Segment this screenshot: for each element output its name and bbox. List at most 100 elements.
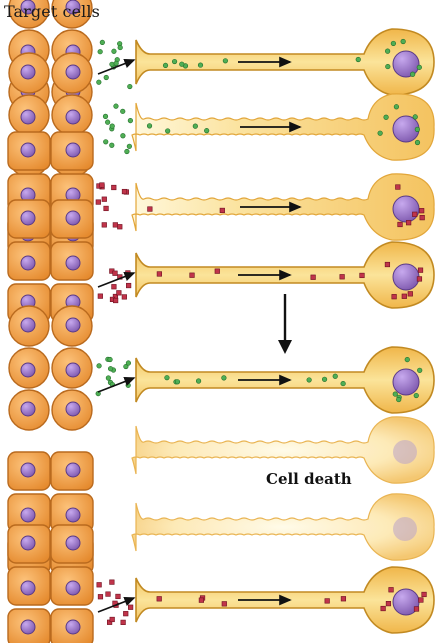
- target-cell-1-2-nucleus: [65, 535, 81, 551]
- factor-in-soma: [421, 591, 427, 598]
- factor-particle: [107, 366, 114, 372]
- panel-5: [8, 305, 435, 431]
- factor-in-soma: [414, 126, 420, 132]
- factor-particle: [107, 356, 113, 363]
- factor-in-axon: [321, 376, 328, 382]
- factor-in-axon: [214, 268, 220, 274]
- target-cell-2-1-nucleus: [20, 362, 36, 378]
- target-cell-1-1-nucleus: [20, 64, 36, 80]
- factor-in-axon: [221, 375, 227, 381]
- factor-in-axon: [339, 274, 345, 280]
- factor-particle: [117, 224, 123, 230]
- factor-particle: [103, 205, 109, 212]
- factor-particle: [126, 282, 132, 289]
- factor-in-soma: [383, 114, 389, 120]
- factor-particle: [128, 604, 134, 610]
- factor-particle: [97, 594, 104, 600]
- factor-in-soma: [410, 71, 416, 77]
- factor-particle: [121, 294, 127, 300]
- factor-in-axon: [324, 598, 330, 604]
- target-cell-1-1-nucleus: [20, 0, 36, 15]
- factor-particle: [127, 83, 133, 90]
- factor-particle: [99, 39, 105, 46]
- factor-particle: [111, 184, 117, 191]
- target-cell-3-1-nucleus: [20, 401, 36, 417]
- target-cell-1-2-nucleus: [65, 64, 81, 80]
- factor-in-soma: [388, 587, 394, 593]
- factor-in-soma: [412, 114, 418, 120]
- factor-in-soma: [400, 38, 406, 45]
- factor-in-soma: [419, 208, 425, 214]
- factor-in-axon: [310, 274, 316, 280]
- target-cell-1-2-nucleus: [65, 142, 81, 158]
- panel-4: [7, 199, 435, 323]
- factor-in-soma: [406, 220, 412, 226]
- factor-in-soma: [391, 294, 397, 300]
- factor-particle: [111, 284, 117, 290]
- factor-in-axon: [306, 377, 312, 383]
- factor-particle: [124, 148, 130, 155]
- factor-in-soma: [385, 63, 391, 70]
- target-cell-3-1-nucleus: [20, 619, 36, 635]
- factor-in-axon: [162, 62, 169, 69]
- factor-in-soma: [412, 211, 418, 217]
- target-cell-1-2-nucleus: [65, 0, 81, 15]
- factor-particle: [101, 196, 107, 202]
- uptake-arrow: [97, 59, 136, 75]
- down-arrow-head: [278, 340, 292, 354]
- target-cell-1-1-nucleus: [20, 210, 36, 226]
- factor-in-axon: [197, 62, 204, 68]
- neuron-nucleus: [392, 195, 420, 223]
- factor-in-soma: [401, 293, 407, 299]
- factor-particle: [126, 143, 132, 149]
- factor-in-axon: [156, 596, 162, 602]
- factor-particle: [125, 360, 132, 366]
- factor-in-soma: [384, 261, 391, 268]
- factor-in-axon: [192, 123, 198, 129]
- uptake-arrow: [97, 272, 136, 288]
- factor-in-soma: [414, 139, 421, 146]
- factor-particle: [97, 293, 103, 299]
- neuron-nucleus: [392, 50, 420, 78]
- factor-in-soma: [416, 276, 423, 282]
- target-cell-2-2-nucleus: [65, 255, 81, 271]
- factor-particle: [109, 616, 115, 623]
- neuron-nucleus-fading: [393, 517, 417, 541]
- neuron-nucleus: [392, 263, 420, 291]
- factor-in-axon: [198, 597, 204, 603]
- factor-in-axon: [171, 58, 178, 65]
- factor-in-axon: [179, 61, 185, 67]
- target-cell-1-1-nucleus: [20, 535, 36, 551]
- factor-in-soma: [393, 104, 400, 110]
- factor-particle: [127, 117, 133, 124]
- neuron-dying: [131, 416, 435, 484]
- transition-arrow: [278, 294, 292, 354]
- factor-particle: [102, 113, 109, 119]
- factor-particle: [116, 290, 122, 296]
- factor-in-axon: [355, 56, 361, 63]
- factor-in-soma: [404, 356, 410, 363]
- factor-in-soma: [380, 605, 386, 612]
- factor-particle: [111, 48, 117, 54]
- factor-in-soma: [417, 267, 424, 273]
- factor-in-axon: [340, 596, 347, 602]
- factor-in-axon: [156, 271, 162, 277]
- target-cell-2-2-nucleus: [65, 362, 81, 378]
- factor-particle: [96, 582, 102, 588]
- factor-particle: [109, 579, 115, 585]
- panels-layer: [7, 0, 435, 643]
- factor-in-soma: [396, 396, 402, 403]
- target-cell-2-1-nucleus: [20, 109, 36, 125]
- factor-particle: [99, 182, 105, 188]
- factor-in-soma: [407, 291, 413, 297]
- panel-6: [131, 416, 435, 484]
- factor-in-soma: [385, 601, 392, 607]
- factor-in-axon: [147, 206, 153, 212]
- factor-particle: [120, 133, 126, 139]
- target-cell-1-2-nucleus: [65, 210, 81, 226]
- factor-particle: [113, 103, 119, 109]
- factor-in-soma: [377, 130, 383, 136]
- factor-particle: [97, 49, 103, 55]
- target-cell-2-1-nucleus: [20, 580, 36, 596]
- factor-in-axon: [359, 272, 365, 279]
